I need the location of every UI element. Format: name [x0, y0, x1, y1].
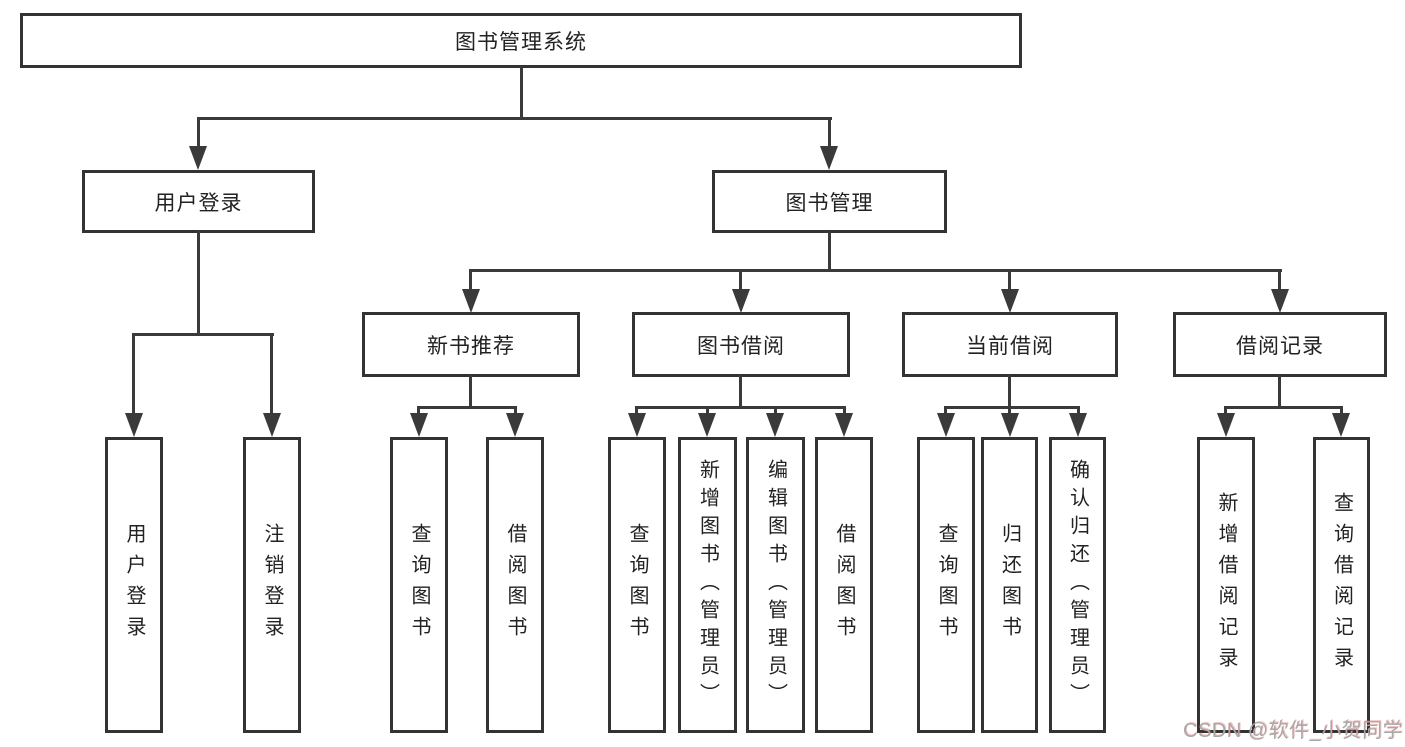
node-new-book-recommend: 新书推荐 — [362, 312, 580, 377]
arrow-down-icon — [410, 413, 428, 437]
connector-borrowing-c2 — [706, 406, 709, 418]
node-book-management: 图书管理 — [712, 170, 947, 233]
leaf-user-login-label: 用户登录 — [123, 523, 145, 647]
leaf-return-book: 归还图书 — [981, 437, 1038, 733]
leaf-add-borrow-record: 新增借阅记录 — [1197, 437, 1255, 733]
node-user-login: 用户登录 — [82, 170, 315, 233]
node-library-system: 图书管理系统 — [20, 13, 1022, 68]
leaf-add-borrow-record-label: 新增借阅记录 — [1215, 492, 1237, 678]
leaf-borrow-books-borrowing-label: 借阅图书 — [833, 523, 855, 647]
connector-mgmt-stem — [828, 231, 831, 272]
connector-current-c3 — [1077, 406, 1080, 418]
leaf-query-borrow-record-label: 查询借阅记录 — [1330, 492, 1353, 678]
arrow-down-icon — [506, 413, 524, 437]
connector-recommend-c1 — [417, 406, 420, 418]
arrow-down-icon — [1069, 413, 1087, 437]
leaf-query-books-recommend-label: 查询图书 — [408, 523, 430, 647]
connector-root-to-login — [197, 117, 200, 149]
leaf-confirm-return-admin: 确认归还（管理员） — [1049, 437, 1106, 733]
connector-root-to-mgmt — [828, 117, 831, 149]
connector-login-to-leaf1 — [132, 333, 135, 415]
connector-records-c2 — [1340, 406, 1343, 418]
leaf-edit-book-admin: 编辑图书（管理员） — [746, 437, 805, 733]
connector-current-c2 — [1008, 406, 1011, 418]
arrow-down-icon — [820, 146, 838, 170]
leaf-borrow-books-borrowing: 借阅图书 — [815, 437, 873, 733]
arrow-down-icon — [628, 413, 646, 437]
leaf-borrow-books-recommend-label: 借阅图书 — [504, 523, 526, 647]
node-book-management-label: 图书管理 — [785, 191, 874, 215]
connector-mgmt-to-current — [1008, 269, 1011, 295]
leaf-user-login: 用户登录 — [105, 437, 163, 733]
arrow-down-icon — [1271, 289, 1289, 313]
leaf-query-books-current-label: 查询图书 — [935, 523, 957, 647]
arrow-down-icon — [462, 289, 480, 313]
arrow-down-icon — [189, 146, 207, 170]
node-borrowing-records-label: 借阅记录 — [1236, 334, 1324, 358]
connector-current-stem — [1008, 375, 1011, 409]
csdn-watermark: CSDN @软件_小贺同学 — [1183, 720, 1404, 742]
arrow-down-icon — [263, 413, 281, 437]
connector-borrowing-split — [635, 406, 846, 409]
connector-borrowing-stem — [739, 375, 742, 409]
leaf-borrow-books-recommend: 借阅图书 — [486, 437, 544, 733]
connector-records-split — [1224, 406, 1343, 409]
connector-borrowing-c1 — [635, 406, 638, 418]
leaf-edit-book-admin-label: 编辑图书（管理员） — [764, 459, 787, 711]
connector-login-split — [132, 333, 274, 336]
connector-mgmt-to-borrow — [739, 269, 742, 295]
connector-recommend-split — [417, 406, 517, 409]
connector-mgmt-split — [469, 269, 1282, 272]
connector-borrowing-c4 — [843, 406, 846, 418]
node-new-book-recommend-label: 新书推荐 — [427, 334, 515, 358]
node-borrowing-records: 借阅记录 — [1173, 312, 1387, 377]
arrow-down-icon — [835, 413, 853, 437]
arrow-down-icon — [125, 413, 143, 437]
connector-borrowing-c3 — [774, 406, 777, 418]
leaf-confirm-return-admin-label: 确认归还（管理员） — [1066, 459, 1089, 711]
connector-current-c1 — [944, 406, 947, 418]
arrow-down-icon — [1001, 413, 1019, 437]
node-book-borrowing-label: 图书借阅 — [697, 334, 785, 358]
arrow-down-icon — [1001, 289, 1019, 313]
connector-login-to-leaf2 — [270, 333, 273, 415]
leaf-add-book-admin: 新增图书（管理员） — [678, 437, 737, 733]
leaf-query-books-borrowing-label: 查询图书 — [626, 523, 648, 647]
arrow-down-icon — [1217, 413, 1235, 437]
leaf-return-book-label: 归还图书 — [998, 523, 1021, 647]
arrow-down-icon — [937, 413, 955, 437]
leaf-query-books-borrowing: 查询图书 — [608, 437, 666, 733]
node-library-system-label: 图书管理系统 — [455, 30, 587, 54]
connector-recommend-c2 — [514, 406, 517, 418]
connector-current-split — [944, 406, 1080, 409]
leaf-query-borrow-record: 查询借阅记录 — [1313, 437, 1370, 733]
node-current-borrowing-label: 当前借阅 — [966, 334, 1054, 358]
node-current-borrowing: 当前借阅 — [902, 312, 1118, 377]
connector-root-split — [197, 117, 832, 120]
connector-records-c1 — [1224, 406, 1227, 418]
arrow-down-icon — [698, 413, 716, 437]
connector-login-stem — [197, 231, 200, 336]
leaf-query-books-current: 查询图书 — [917, 437, 975, 733]
leaf-add-book-admin-label: 新增图书（管理员） — [696, 459, 719, 711]
connector-mgmt-to-recommend — [469, 269, 472, 295]
arrow-down-icon — [732, 289, 750, 313]
connector-mgmt-to-records — [1278, 269, 1281, 295]
node-user-login-label: 用户登录 — [154, 191, 243, 215]
arrow-down-icon — [766, 413, 784, 437]
arrow-down-icon — [1332, 413, 1350, 437]
connector-recommend-stem — [469, 375, 472, 409]
connector-records-stem — [1278, 375, 1281, 409]
connector-root-stem — [520, 66, 523, 119]
node-book-borrowing: 图书借阅 — [632, 312, 850, 377]
leaf-query-books-recommend: 查询图书 — [390, 437, 448, 733]
leaf-logout-label: 注销登录 — [261, 523, 283, 647]
leaf-logout: 注销登录 — [243, 437, 301, 733]
